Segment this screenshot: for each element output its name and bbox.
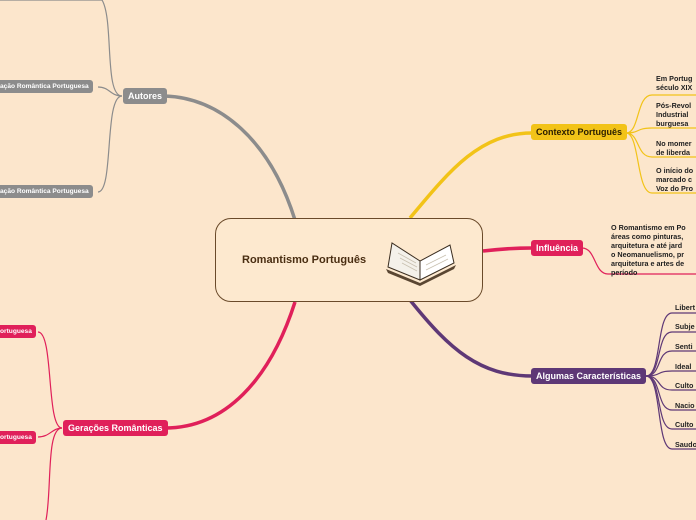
caracteristica-leaf-6[interactable]: Nacio [675, 401, 695, 410]
caracteristica-leaf-1[interactable]: Libert [675, 303, 695, 312]
autores-child-1[interactable]: ação Romântica Portuguesa [0, 80, 93, 93]
contexto-leaf-1[interactable]: Em Portug século XIX [656, 74, 693, 92]
contexto-leaf-3[interactable]: No momer de liberda [656, 139, 692, 157]
central-topic-title: Romantismo Português [242, 254, 367, 266]
caracteristica-leaf-7[interactable]: Culto [675, 420, 694, 429]
caracteristica-leaf-4[interactable]: Ideal [675, 362, 692, 371]
geracoes-child-2[interactable]: ortuguesa [0, 431, 36, 444]
branch-algumas-caracteristicas[interactable]: Algumas Características [531, 368, 647, 384]
caracteristica-leaf-3[interactable]: Senti [675, 342, 693, 351]
central-topic[interactable]: Romantismo Português [215, 218, 483, 302]
autores-child-2[interactable]: ação Romântica Portuguesa [0, 185, 93, 198]
contexto-leaf-4[interactable]: O início do marcado c Voz do Pro [656, 166, 694, 193]
caracteristica-leaf-5[interactable]: Culto [675, 381, 694, 390]
branch-autores[interactable]: Autores [123, 88, 168, 104]
branch-geracoes-romanticas[interactable]: Gerações Românticas [63, 420, 168, 436]
branch-influencia[interactable]: Influência [531, 240, 584, 256]
branch-contexto-portugues[interactable]: Contexto Português [531, 124, 628, 140]
contexto-leaf-2[interactable]: Pós-Revol Industrial burguesa [656, 101, 692, 128]
book-icon [386, 242, 456, 286]
caracteristica-leaf-8[interactable]: Saudo [675, 440, 696, 449]
influencia-text[interactable]: O Romantismo em Po áreas como pinturas, … [611, 223, 686, 277]
geracoes-child-1[interactable]: ortuguesa [0, 325, 36, 338]
caracteristica-leaf-2[interactable]: Subje [675, 322, 695, 331]
